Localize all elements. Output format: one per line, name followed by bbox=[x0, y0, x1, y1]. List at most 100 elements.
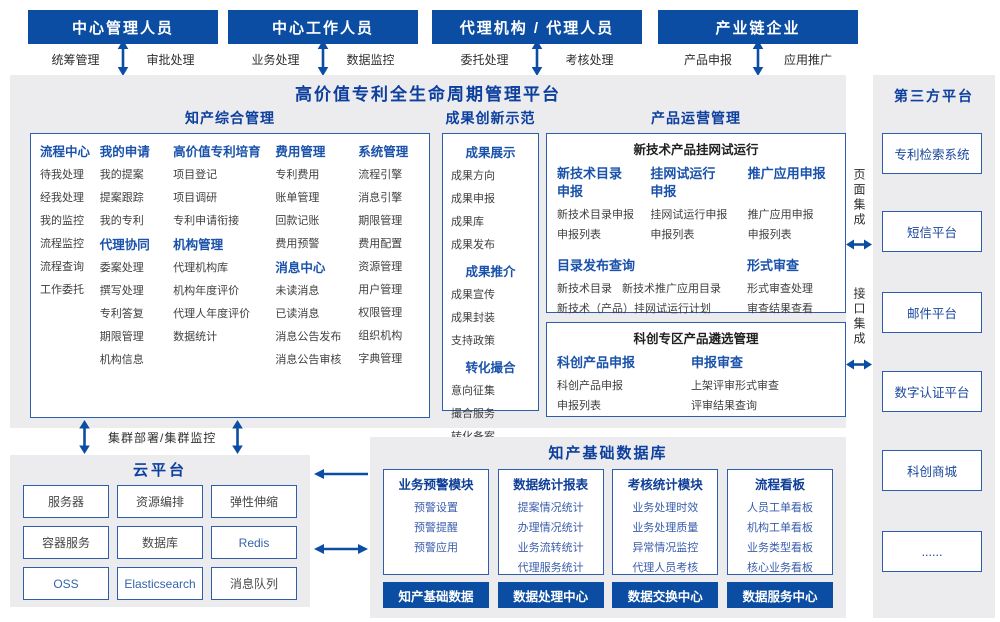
cloud-platform-panel: 云平台 服务器 资源编排 弹性伸缩 容器服务 数据库 Redis OSS Ela… bbox=[10, 455, 310, 607]
cloud-item: 资源编排 bbox=[117, 485, 203, 518]
cloud-item: Redis bbox=[211, 526, 297, 559]
actor-action-label: 统筹管理 bbox=[51, 52, 100, 67]
actor-action-label: 业务处理 bbox=[251, 52, 300, 67]
ip-column: 流程中心 待我处理 经我处理 我的监控 流程监控 流程查询 工作委托 bbox=[40, 140, 100, 411]
module-item: 业务类型看板 bbox=[746, 542, 813, 554]
section-title-ip-management: 知产综合管理 bbox=[185, 110, 275, 126]
third-party-title: 第三方平台 bbox=[894, 88, 974, 104]
menu-item: 组织机构 bbox=[358, 330, 403, 342]
menu-item: 新技术推广应用目录 bbox=[622, 283, 721, 295]
db-layer-bar: 知产基础数据 bbox=[383, 582, 489, 608]
module-item: 核心业务看板 bbox=[746, 562, 813, 574]
third-party-item: 邮件平台 bbox=[882, 292, 982, 333]
ip-column: 高价值专利培育 项目登记 项目调研 专利申请衔接 机构管理 代理机构库 机构年度… bbox=[173, 140, 275, 411]
subbox-title: 科创专区产品遴选管理 bbox=[633, 332, 759, 346]
achievement-box: 成果展示 成果方向 成果申报 成果库 成果发布 成果推介 成果宣传 成果封装 支… bbox=[442, 133, 539, 443]
menu-item: 意向征集 bbox=[451, 385, 495, 397]
menu-item: 流程监控 bbox=[40, 238, 84, 250]
module-item: 代理服务统计 bbox=[517, 562, 584, 574]
group-header: 流程中心 bbox=[40, 145, 91, 159]
menu-item: 专利答复 bbox=[99, 308, 144, 320]
menu-item: 新技术目录申报 bbox=[557, 209, 634, 221]
product-column: 形式审查 形式审查处理 审查结果查看 bbox=[747, 253, 835, 319]
menu-item: 申报列表 bbox=[557, 400, 601, 412]
db-layer-bar: 数据服务中心 bbox=[726, 582, 833, 608]
actor-agencies: 代理机构 / 代理人员 委托处理 考核处理 bbox=[432, 10, 642, 76]
actor-center-staff: 中心工作人员 业务处理 数据监控 bbox=[228, 10, 418, 76]
ip-column: 系统管理 流程引擎 消息引擎 期限管理 费用配置 资源管理 用户管理 权限管理 … bbox=[358, 140, 420, 411]
module-item: 业务流转统计 bbox=[517, 542, 584, 554]
section-title-product-ops: 产品运营管理 bbox=[651, 110, 741, 126]
group-header: 系统管理 bbox=[358, 145, 409, 159]
horizontal-double-arrow-icon bbox=[314, 544, 368, 554]
subbox-title: 新技术产品挂网试运行 bbox=[633, 143, 759, 157]
menu-item: 回款记账 bbox=[275, 215, 320, 227]
menu-item: 账单管理 bbox=[275, 192, 320, 204]
menu-item: 我的专利 bbox=[99, 215, 144, 227]
menu-item: 成果发布 bbox=[451, 239, 495, 251]
module-header: 业务预警模块 bbox=[398, 478, 474, 492]
menu-item: 科创产品申报 bbox=[557, 380, 623, 392]
group-header: 消息中心 bbox=[275, 261, 326, 275]
menu-item: 消息公告发布 bbox=[275, 331, 342, 343]
group-header: 费用管理 bbox=[275, 145, 326, 159]
group-header: 目录发布查询 bbox=[557, 258, 636, 273]
horizontal-double-arrow-icon bbox=[846, 239, 872, 250]
actor-action-label: 委托处理 bbox=[460, 52, 509, 67]
section-title-achievement: 成果创新示范 bbox=[445, 110, 536, 126]
cloud-item: Elasticsearch bbox=[117, 567, 203, 600]
menu-item: 字典管理 bbox=[358, 353, 403, 365]
vertical-double-arrow-icon bbox=[752, 40, 764, 76]
ip-base-database-panel: 知产基础数据库 业务预警模块 预警设置 预警提醒 预警应用 数据统计报表 提案情… bbox=[370, 437, 846, 618]
group-header: 高价值专利培育 bbox=[173, 145, 261, 159]
group-header: 挂网试运行申报 bbox=[650, 166, 716, 199]
menu-item: 委案处理 bbox=[99, 262, 144, 274]
module-item: 机构工单看板 bbox=[746, 522, 813, 534]
menu-item: 未读消息 bbox=[275, 285, 320, 297]
vertical-double-arrow-icon bbox=[117, 40, 129, 76]
db-layer-bar: 数据交换中心 bbox=[612, 582, 719, 608]
actor-title-bar: 中心管理人员 bbox=[28, 10, 218, 44]
vertical-double-arrow-icon bbox=[232, 420, 243, 454]
vertical-double-arrow-icon bbox=[531, 40, 543, 76]
menu-item: 上架评审形式审查 bbox=[691, 380, 780, 392]
group-header: 代理协同 bbox=[99, 238, 150, 252]
group-header: 成果展示 bbox=[465, 146, 516, 160]
menu-item: 已读消息 bbox=[275, 308, 320, 320]
group-header: 申报审查 bbox=[691, 355, 744, 370]
db-module: 考核统计模块 业务处理时效 业务处理质量 异常情况监控 代理人员考核 bbox=[612, 469, 719, 575]
group-header: 推广应用申报 bbox=[747, 166, 826, 181]
product-column: 科创产品申报 科创产品申报 申报列表 bbox=[557, 350, 691, 416]
menu-item: 期限管理 bbox=[99, 331, 144, 343]
menu-item: 费用配置 bbox=[358, 238, 403, 250]
menu-item: 机构信息 bbox=[99, 354, 144, 366]
third-party-item: 科创商城 bbox=[882, 450, 982, 491]
module-item: 预警设置 bbox=[414, 502, 458, 514]
menu-item: 专利申请衔接 bbox=[173, 215, 240, 227]
cloud-item: OSS bbox=[23, 567, 109, 600]
menu-item: 期限管理 bbox=[358, 215, 403, 227]
cloud-grid: 服务器 资源编排 弹性伸缩 容器服务 数据库 Redis OSS Elastic… bbox=[10, 480, 310, 600]
left-arrow-icon bbox=[314, 469, 368, 479]
menu-item: 申报列表 bbox=[650, 229, 695, 241]
menu-item: 成果库 bbox=[451, 216, 484, 228]
db-layer-bar: 数据处理中心 bbox=[497, 582, 604, 608]
menu-item: 我的提案 bbox=[99, 169, 144, 181]
module-item: 业务处理质量 bbox=[632, 522, 699, 534]
module-header: 考核统计模块 bbox=[627, 478, 703, 492]
group-header: 我的申请 bbox=[99, 145, 150, 159]
actor-action-label: 数据监控 bbox=[346, 52, 395, 67]
module-item: 异常情况监控 bbox=[632, 542, 699, 554]
third-party-item: 数字认证平台 bbox=[882, 371, 982, 412]
group-header: 形式审查 bbox=[747, 258, 800, 273]
menu-item: 我的监控 bbox=[40, 215, 84, 227]
module-item: 代理人员考核 bbox=[632, 562, 699, 574]
module-item: 预警应用 bbox=[414, 542, 458, 554]
cloud-item: 容器服务 bbox=[23, 526, 109, 559]
group-header: 转化撮合 bbox=[465, 361, 516, 375]
menu-item: 成果申报 bbox=[451, 193, 495, 205]
group-header: 新技术目录申报 bbox=[557, 166, 623, 199]
menu-item: 费用预警 bbox=[275, 238, 320, 250]
ip-base-database-title: 知产基础数据库 bbox=[548, 445, 668, 462]
